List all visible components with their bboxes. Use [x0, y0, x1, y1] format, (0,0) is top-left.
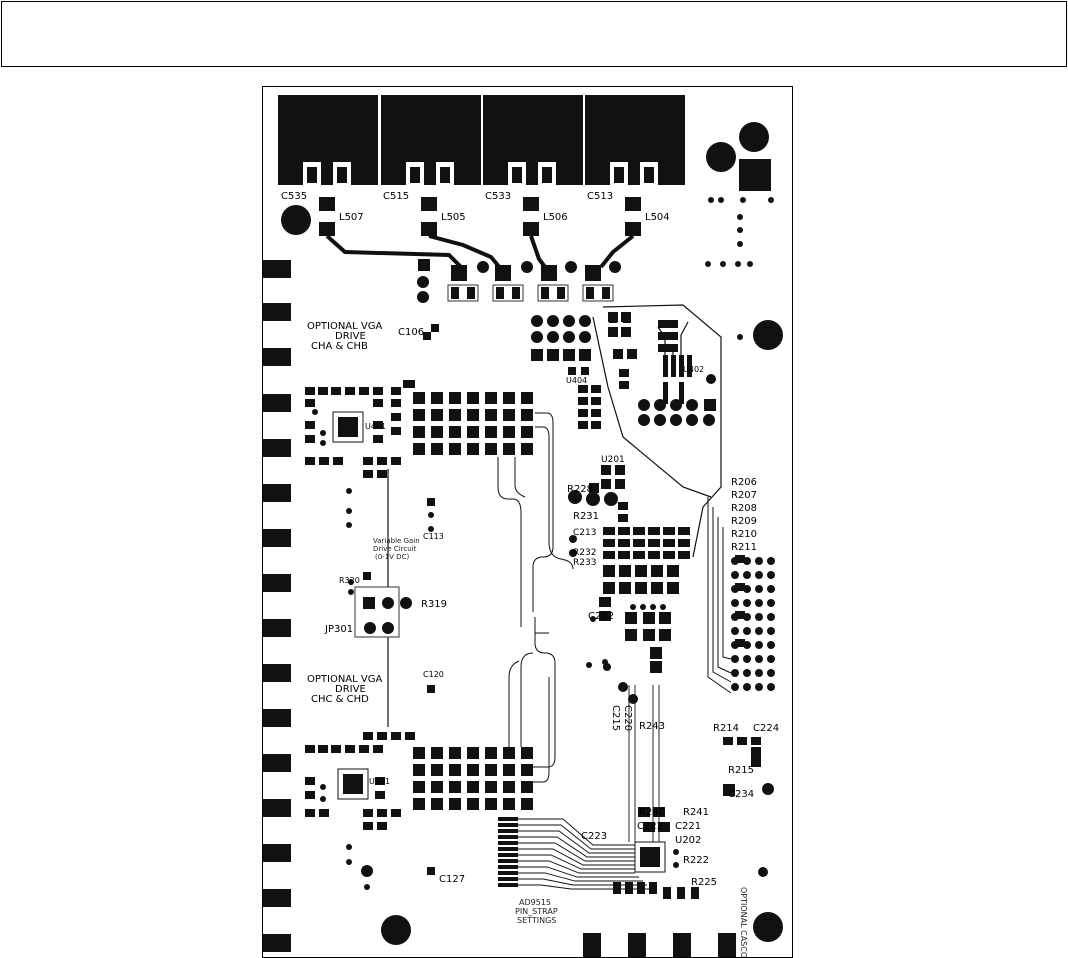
- label-drive-bot: DRIVE: [335, 684, 366, 695]
- label-l505: L505: [441, 212, 466, 223]
- label-settings: SETTINGS: [517, 916, 556, 925]
- header-box: [1, 1, 1067, 67]
- label-ch-bot: CHC & CHD: [311, 694, 369, 705]
- label-r208: R208: [731, 503, 757, 514]
- u401-region: [305, 324, 574, 727]
- label-u202: U202: [675, 835, 701, 846]
- label-r225: R225: [691, 877, 717, 888]
- label-r320: R320: [339, 576, 360, 585]
- mounting-holes: [281, 122, 783, 945]
- label-r241: R241: [683, 807, 709, 818]
- label-c224: C224: [753, 723, 779, 734]
- label-cascode: OPTIONAL CASCODE PATH: [739, 887, 748, 958]
- label-r214: R214: [713, 723, 739, 734]
- label-r231: R231: [573, 511, 599, 522]
- label-r319: R319: [421, 599, 447, 610]
- label-u201: U201: [601, 455, 625, 465]
- label-r243: R243: [639, 721, 665, 732]
- label-u301: U301: [369, 777, 390, 786]
- right-header-grid: [731, 555, 775, 691]
- label-r206: R206: [731, 477, 757, 488]
- label-l504: L504: [645, 212, 670, 223]
- label-ch-top: CHA & CHB: [311, 341, 368, 352]
- label-c220: C220: [622, 705, 633, 731]
- label-r207: R207: [731, 490, 757, 501]
- label-r210: R210: [731, 529, 757, 540]
- upper-right-vias: [705, 197, 774, 340]
- bottom-edge-pads: [583, 933, 736, 957]
- silkscreen-labels: C535 C515 C533 C513 L507 L505 L506 L504 …: [281, 191, 779, 958]
- label-u402: U402: [683, 365, 704, 374]
- label-c535: C535: [281, 191, 307, 202]
- label-c533: C533: [485, 191, 511, 202]
- label-c113: C113: [423, 532, 444, 541]
- label-u401: U401: [365, 422, 386, 431]
- label-c222: C222: [637, 821, 663, 832]
- label-c223: C223: [581, 831, 607, 842]
- label-c213: C213: [573, 528, 596, 538]
- label-u404: U404: [566, 376, 587, 385]
- label-ad9515: AD9515: [519, 898, 551, 907]
- label-c127: C127: [439, 874, 465, 885]
- label-r215: R215: [728, 765, 754, 776]
- u201-region: [568, 465, 690, 673]
- label-c234: C234: [728, 789, 754, 800]
- u202-region: [498, 616, 774, 899]
- label-c120: C120: [423, 670, 444, 679]
- u404-region: [531, 315, 637, 429]
- label-jp301: JP301: [324, 624, 353, 635]
- u301-region: [305, 617, 556, 890]
- label-r240: R240: [639, 807, 665, 818]
- label-pin-strap: PIN_STRAP: [515, 907, 558, 916]
- top-inductor-section: [319, 197, 641, 303]
- right-header-traces: [707, 497, 732, 694]
- label-l506: L506: [543, 212, 568, 223]
- label-r232: R232: [573, 548, 596, 558]
- label-r233: R233: [573, 558, 596, 568]
- label-vga-top: OPTIONAL VGA: [307, 321, 382, 332]
- label-vg-range: (0-1V DC): [375, 553, 409, 561]
- label-drive-top: DRIVE: [335, 331, 366, 342]
- pcb-artwork: C535 C515 C533 C513 L507 L505 L506 L504 …: [263, 95, 783, 958]
- label-c106: C106: [398, 327, 424, 338]
- label-r209: R209: [731, 516, 757, 527]
- label-c515: C515: [383, 191, 409, 202]
- label-l507: L507: [339, 212, 364, 223]
- label-c215: C215: [610, 705, 621, 731]
- label-c202: C202: [588, 611, 614, 622]
- pcb-layout-board: C535 C515 C533 C513 L507 L505 L506 L504 …: [262, 86, 793, 958]
- left-edge-pads: [263, 260, 291, 952]
- label-c513: C513: [587, 191, 613, 202]
- label-r228: R228: [567, 484, 593, 495]
- label-r222: R222: [683, 855, 709, 866]
- label-vg-title: Variable Gain: [373, 537, 420, 545]
- label-vg-sub: Drive Circuit: [373, 545, 417, 553]
- label-vga-bot: OPTIONAL VGA: [307, 674, 382, 685]
- top-connector-blocks: [278, 95, 685, 188]
- label-r211: R211: [731, 542, 757, 553]
- jp301-region: [348, 572, 412, 638]
- u402-region: [592, 304, 722, 558]
- label-c221: C221: [675, 821, 701, 832]
